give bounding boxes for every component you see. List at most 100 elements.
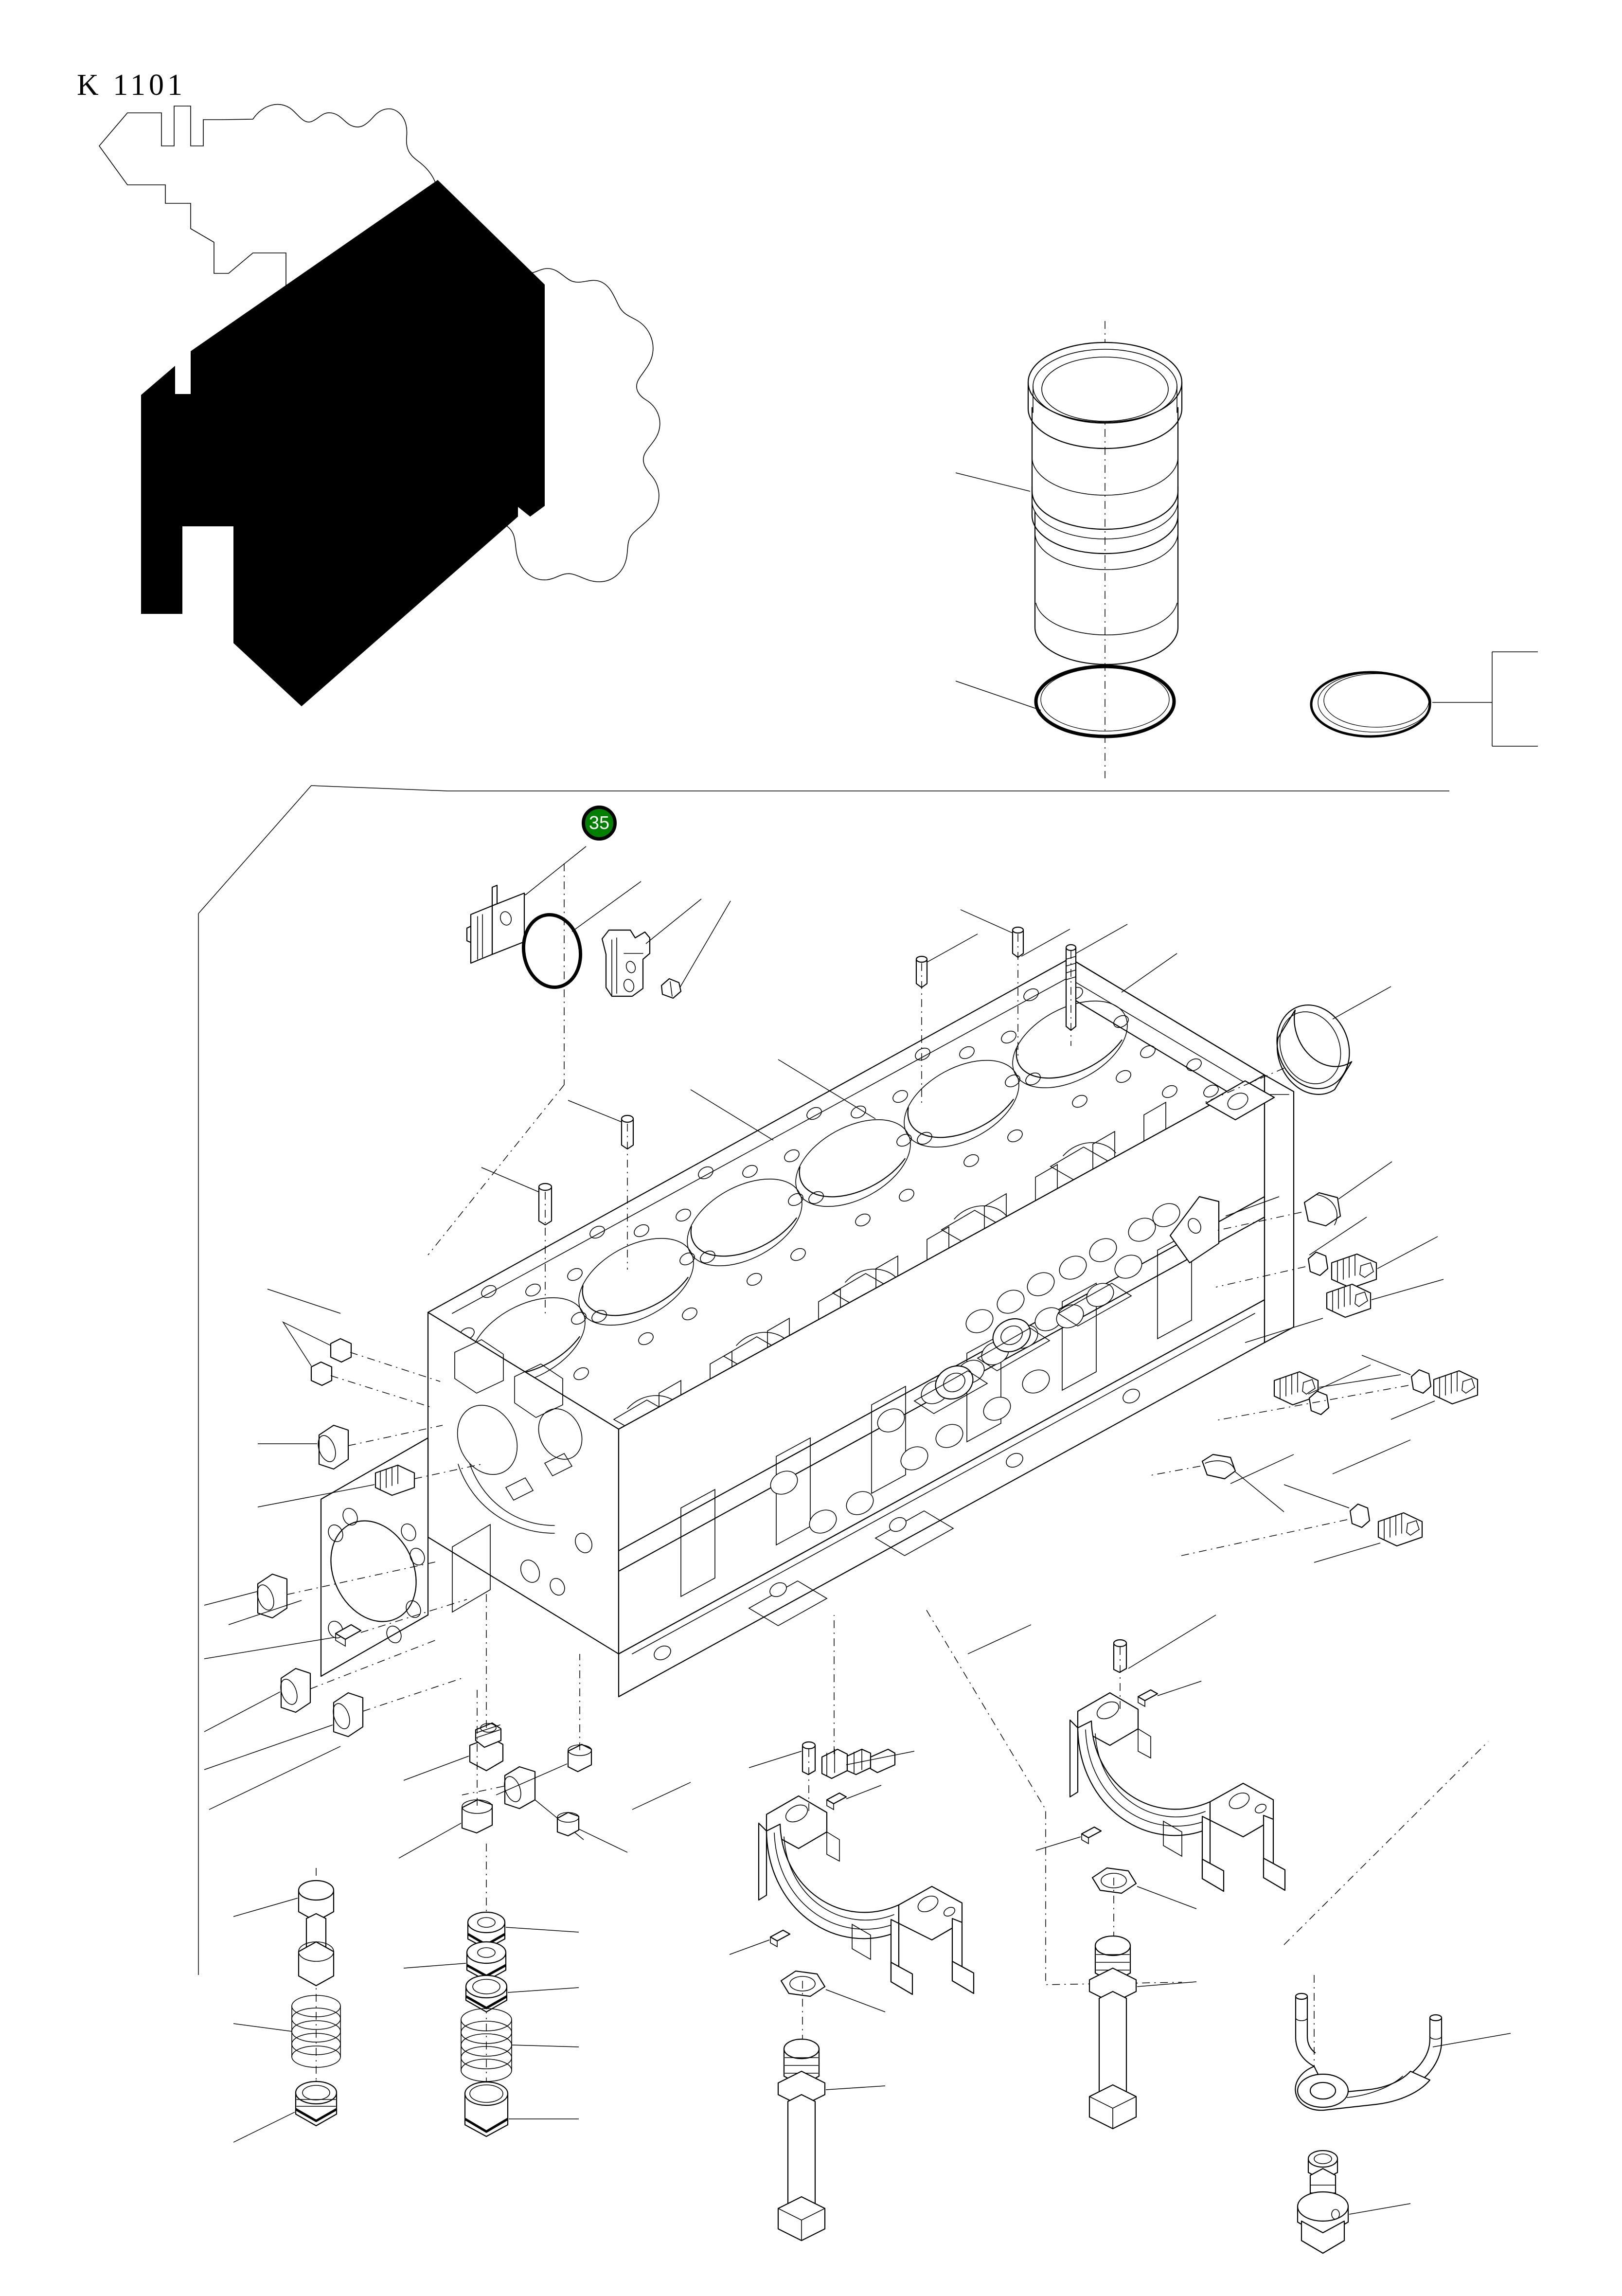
front-face-detail	[452, 1339, 592, 1613]
cup-plug-3	[461, 1799, 493, 1834]
bushing-4	[333, 1692, 364, 1738]
relief-valve-spring-left	[291, 1995, 341, 2068]
cup-plug-4	[556, 1812, 580, 1837]
front-flange	[320, 1437, 429, 1677]
assembly-axis	[1215, 1385, 1409, 1421]
leader-line	[204, 1691, 281, 1732]
leader-line	[825, 1989, 886, 2012]
leader-line	[1235, 1471, 1284, 1512]
dowel-pin-4	[1012, 926, 1024, 958]
assembly-axis	[1215, 1266, 1306, 1288]
leader-line	[496, 1763, 568, 1795]
cylinder-block	[320, 957, 1295, 1698]
bearing-cap-washer-b	[1091, 1867, 1137, 1894]
main-bearing-cap-a	[758, 1795, 975, 1995]
oil-gallery-plug	[469, 1722, 504, 1772]
bracket-subassembly	[466, 846, 731, 999]
relief-valve-left	[233, 1868, 341, 2143]
leader-line	[1371, 1279, 1444, 1300]
liner-group-bracket	[1432, 651, 1538, 747]
relief-valve-right	[403, 1844, 579, 2137]
leader-line	[955, 472, 1031, 492]
bushing-1	[318, 1424, 349, 1470]
piston-cooling-nozzle	[1295, 1992, 1443, 2111]
bearing-cap-pin-a	[826, 1792, 847, 1811]
assembly-axis	[286, 1561, 438, 1595]
housing-bolt	[660, 978, 682, 999]
page-title: K 1101	[77, 69, 186, 102]
main-bearing-cap-b	[1069, 1692, 1286, 1892]
assembly-axis	[348, 1425, 443, 1446]
leader-line	[282, 1321, 331, 1366]
dowel-pin-3	[915, 955, 928, 988]
assembly-axis	[1205, 1068, 1284, 1103]
leader-line	[571, 881, 642, 932]
bearing-cap-pin-a2	[769, 1929, 791, 1948]
plug-group-right	[1147, 1161, 1479, 1563]
leader-line	[1390, 1400, 1435, 1420]
leader-line	[505, 1927, 579, 1933]
oil-cooler-housing	[601, 929, 651, 997]
threaded-plug-1	[1331, 1253, 1377, 1289]
exploded-small-parts	[204, 909, 1479, 1859]
nozzle-banjo-bolt	[1297, 2150, 1349, 2254]
leader-line	[1137, 1981, 1197, 1987]
leader-line	[1332, 986, 1391, 1020]
leader-line	[1308, 1364, 1371, 1395]
dowel-pin-2	[621, 1114, 634, 1150]
leader-line	[568, 1100, 622, 1122]
leader-line	[1283, 1484, 1350, 1508]
head-bolt-holes	[459, 987, 1219, 1405]
main-bearing-cap-group	[729, 1639, 1286, 2242]
cup-plug-1	[1303, 1192, 1341, 1227]
leader-line	[403, 1963, 466, 1969]
cylinder-bores	[470, 1000, 1128, 1385]
relief-valve-seat-left	[295, 2080, 338, 2127]
leader-line	[729, 1939, 770, 1955]
relief-valve-washer-right	[465, 1974, 508, 2013]
leader-line	[955, 681, 1041, 711]
bushing-2	[257, 1573, 288, 1619]
bracket	[470, 884, 525, 964]
leader-line	[398, 1823, 462, 1859]
threaded-plug-2	[1326, 1283, 1372, 1318]
threaded-plug-4	[1433, 1370, 1479, 1405]
cup-plug-2	[1201, 1453, 1236, 1480]
assembly-axis	[462, 1786, 504, 1795]
leader-line	[233, 1898, 298, 1917]
leader-line	[511, 2045, 579, 2047]
cylinder-liner	[1027, 341, 1183, 665]
pan-rail-bosses	[654, 1388, 1140, 1661]
leader-line	[1309, 1217, 1367, 1256]
callout-badge-35[interactable]: 35	[582, 806, 617, 841]
leader-line	[204, 1637, 335, 1659]
relief-valve-group	[233, 1844, 579, 2143]
bushing-3	[280, 1668, 311, 1713]
assembly-axis	[414, 1464, 482, 1479]
liner-o-ring-set	[1310, 671, 1431, 738]
bushing-5	[504, 1766, 536, 1810]
dowel-pin-5	[330, 1338, 352, 1363]
bearing-cap-washer-a	[780, 1970, 826, 1997]
assembly-axis	[360, 1599, 467, 1633]
leader-line	[1432, 2033, 1511, 2047]
leader-line	[749, 1751, 802, 1768]
engine-location-thumbnail	[98, 104, 660, 706]
bearing-cap-dowel-b	[1113, 1639, 1127, 1673]
leader-line	[1338, 1161, 1392, 1200]
relief-valve-plunger	[298, 1880, 335, 1987]
threaded-plug-5	[1377, 1512, 1423, 1547]
leader-line	[846, 1785, 882, 1799]
leader-line	[960, 909, 1013, 933]
main-bearing-bolt-b	[1088, 1935, 1137, 2130]
oil-pressure-switch	[821, 1748, 896, 1779]
liner-o-ring-lower	[1034, 664, 1176, 738]
seal-washer-1	[1307, 1251, 1329, 1276]
assembly-axis	[362, 1678, 463, 1712]
leader-line	[481, 1167, 539, 1192]
leader-line	[1035, 1836, 1081, 1851]
threaded-plug-3	[1273, 1371, 1319, 1406]
assembly-axis	[1215, 1212, 1302, 1231]
seal-washer-2	[1308, 1390, 1330, 1416]
